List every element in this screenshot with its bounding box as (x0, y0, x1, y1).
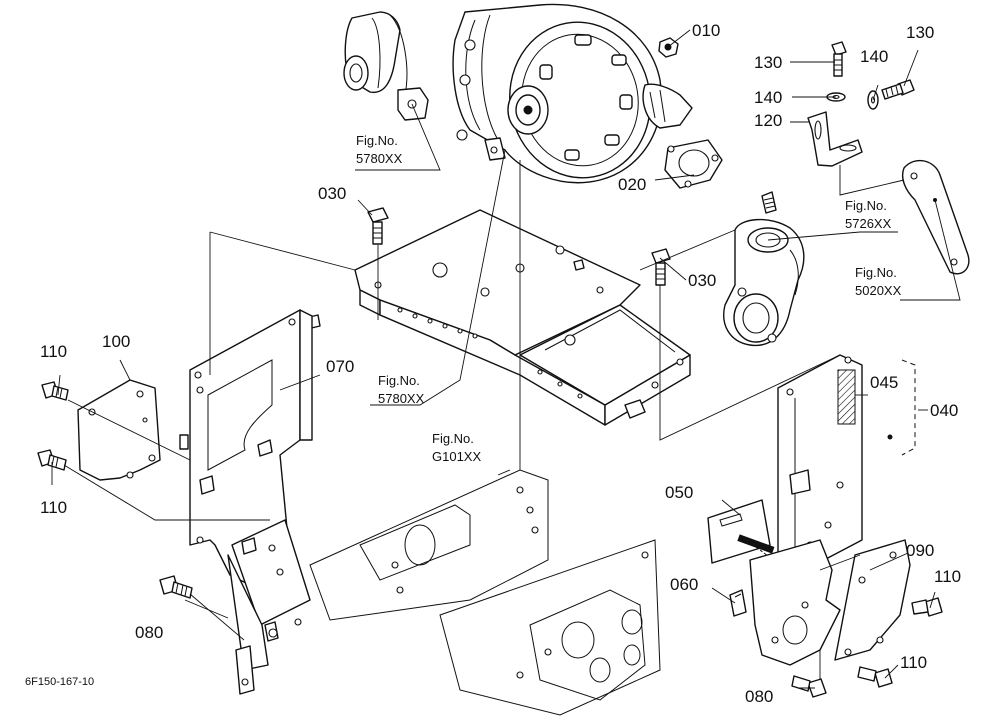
fig-ref-number: 5780XX (356, 151, 403, 166)
exhaust-elbow (723, 191, 805, 347)
bracket-090 (834, 539, 911, 661)
callout-020: 020 (618, 175, 646, 194)
bolt-010-icon (658, 37, 679, 58)
callout-045: 045 (870, 373, 898, 392)
bracket-070 (179, 309, 313, 695)
callout-070: 070 (326, 357, 354, 376)
bracket-100 (77, 379, 161, 481)
block-060 (729, 589, 747, 617)
fig-ref-label: Fig.No. (356, 133, 398, 148)
fig-ref-5726[interactable]: Fig.No. 5726XX (845, 198, 892, 231)
fig-ref-number: 5726XX (845, 216, 892, 231)
callout-110-lower-right: 110 (900, 653, 927, 672)
bolt-110-lower-left-icon (37, 449, 67, 471)
bolt-110-upper-right-icon (911, 597, 943, 617)
fig-ref-5780-top[interactable]: Fig.No. 5780XX (356, 133, 403, 166)
bolt-110-upper-left-icon (41, 381, 69, 401)
callout-120: 120 (754, 111, 782, 130)
callout-130-right: 130 (906, 23, 934, 42)
bolt-080-bottom-icon (791, 675, 827, 698)
callout-060: 060 (670, 575, 698, 594)
callout-030-right: 030 (688, 271, 716, 290)
leader-lines (51, 29, 961, 689)
callout-040: 040 (930, 401, 958, 420)
support-bracket (749, 539, 841, 666)
figure-references: Fig.No. 5780XX Fig.No. 5780XX Fig.No. 57… (356, 133, 902, 464)
bolt-030-right-icon (651, 248, 671, 286)
callout-110-upper-right: 110 (934, 567, 961, 586)
fig-ref-number: 5020XX (855, 283, 902, 298)
callout-050: 050 (665, 483, 693, 502)
callout-030-left: 030 (318, 184, 346, 203)
fig-ref-5020[interactable]: Fig.No. 5020XX (855, 265, 902, 298)
bolt-030-left-icon (367, 207, 389, 245)
bracket-plate-5020 (901, 159, 970, 275)
fig-ref-number: 5780XX (378, 391, 425, 406)
callout-100: 100 (102, 332, 130, 351)
bolt-130-right-icon (881, 79, 915, 100)
gasket-020 (664, 139, 723, 189)
fig-ref-number: G101XX (432, 449, 481, 464)
transmission-case (309, 469, 661, 716)
fig-ref-label: Fig.No. (845, 198, 887, 213)
panel-040 (777, 354, 916, 571)
callout-140-right: 140 (860, 47, 888, 66)
fig-ref-g101[interactable]: Fig.No. G101XX (432, 431, 481, 464)
callout-080-left: 080 (135, 623, 163, 642)
bracket-120 (807, 111, 863, 167)
main-frame (304, 209, 691, 426)
alternator-assembly (343, 3, 693, 184)
callout-140-left: 140 (754, 88, 782, 107)
callout-080-bottom: 080 (745, 687, 773, 706)
fig-ref-5780-mid[interactable]: Fig.No. 5780XX (378, 373, 425, 406)
callout-090: 090 (906, 541, 934, 560)
part-callouts: 010 020 030 030 040 045 050 060 070 080 … (40, 21, 961, 706)
callout-010: 010 (692, 21, 720, 40)
fig-ref-label: Fig.No. (378, 373, 420, 388)
fig-ref-label: Fig.No. (432, 431, 474, 446)
drawing-code: 6F150-167-10 (25, 676, 94, 688)
bolt-130-top-icon (831, 41, 847, 77)
callout-110-upper-left: 110 (40, 342, 67, 361)
callout-130-left: 130 (754, 53, 782, 72)
label-050 (707, 499, 801, 581)
bolt-110-lower-right-icon (857, 666, 893, 688)
fig-ref-label: Fig.No. (855, 265, 897, 280)
bolt-080-left-icon (159, 575, 193, 599)
callout-110-lower-left: 110 (40, 498, 67, 517)
